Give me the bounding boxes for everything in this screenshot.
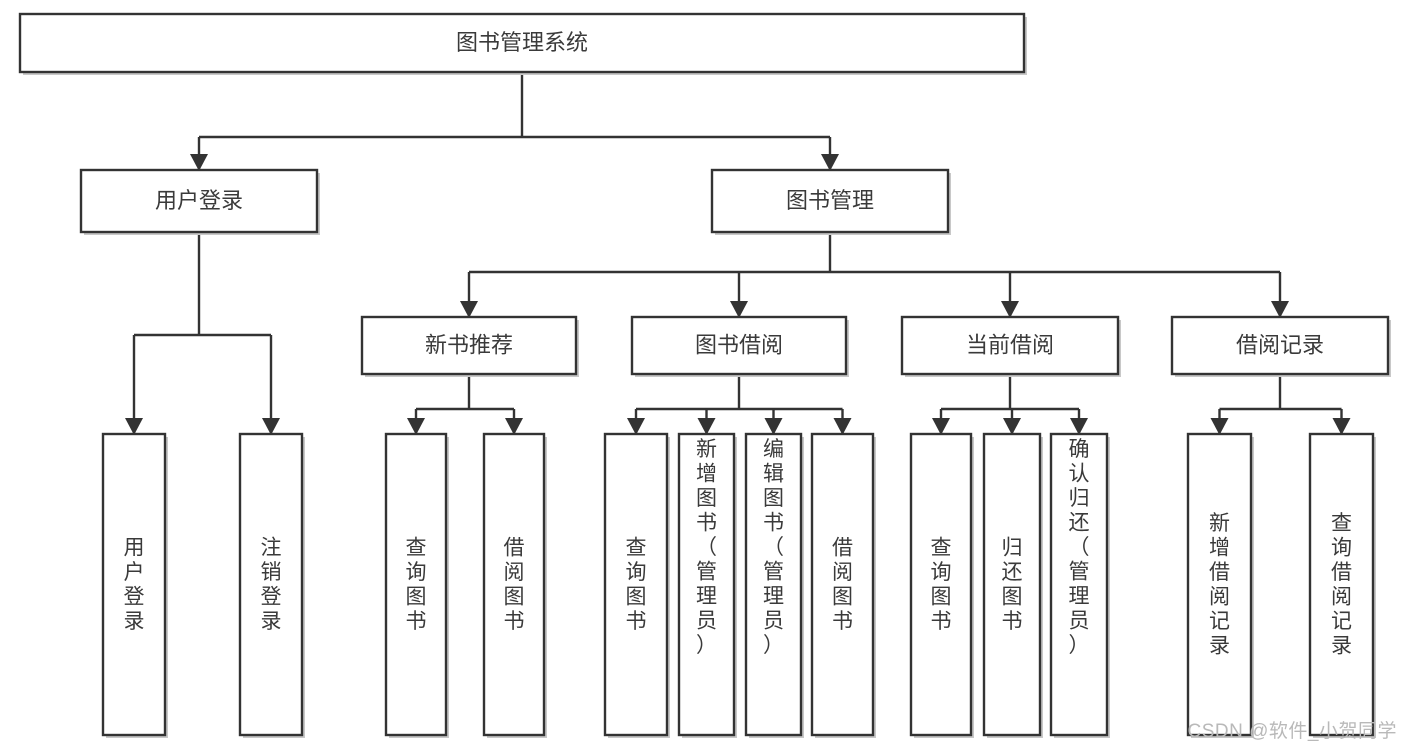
- node-leaf-add-borrow-record[interactable]: 新增借阅记录: [1186, 432, 1254, 738]
- edge-arrowhead: [627, 418, 645, 435]
- edge-group-current-borrow: [932, 374, 1088, 435]
- node-new-book-recommend[interactable]: 新书推荐: [360, 315, 579, 377]
- node-label: 图书管理系统: [456, 30, 588, 55]
- node-label: 编辑图书（管理员）: [763, 438, 784, 657]
- node-label: 新增借阅记录: [1209, 512, 1230, 658]
- node-leaf-confirm-return-admin[interactable]: 确认归还（管理员）: [1049, 432, 1110, 738]
- edge-arrowhead: [932, 418, 950, 435]
- edge-arrowhead: [1003, 418, 1021, 435]
- nodes-layer: 图书管理系统用户登录图书管理新书推荐图书借阅当前借阅借阅记录用户登录注销登录查询…: [18, 12, 1391, 738]
- node-root[interactable]: 图书管理系统: [18, 12, 1027, 75]
- edge-group-borrow-record: [1210, 374, 1351, 435]
- edge-group-book-borrow: [627, 374, 852, 435]
- node-leaf-add-book-admin[interactable]: 新增图书（管理员）: [677, 432, 737, 738]
- node-leaf-edit-book-admin[interactable]: 编辑图书（管理员）: [744, 432, 804, 738]
- edge-group-new-book-recommend: [407, 374, 523, 435]
- node-label: 借阅记录: [1236, 332, 1324, 357]
- edge-arrowhead: [1210, 418, 1229, 435]
- node-user-login[interactable]: 用户登录: [79, 168, 320, 235]
- edge-arrowhead: [1271, 301, 1289, 318]
- edge-arrowhead: [833, 418, 852, 435]
- node-label: 用户登录: [124, 537, 145, 634]
- edge-arrowhead: [505, 418, 523, 435]
- edge-arrowhead: [1332, 418, 1351, 435]
- edge-arrowhead: [1070, 418, 1088, 435]
- node-label: 注销登录: [261, 537, 282, 634]
- node-leaf-user-logout[interactable]: 注销登录: [238, 432, 305, 738]
- edge-arrowhead: [764, 418, 783, 435]
- node-leaf-return-books[interactable]: 归还图书: [982, 432, 1043, 738]
- node-leaf-user-login[interactable]: 用户登录: [101, 432, 168, 738]
- node-borrow-record[interactable]: 借阅记录: [1170, 315, 1391, 377]
- node-leaf-query-books-borrow[interactable]: 查询图书: [603, 432, 670, 738]
- edge-arrowhead: [821, 154, 839, 171]
- edge-arrowhead: [125, 418, 143, 435]
- node-label: 用户登录: [155, 188, 243, 213]
- node-label: 借阅图书: [504, 537, 525, 634]
- edge-arrowhead: [190, 154, 208, 171]
- edge-arrowhead: [697, 418, 716, 435]
- node-label: 新书推荐: [425, 332, 513, 357]
- node-leaf-query-borrow-record[interactable]: 查询借阅记录: [1308, 432, 1376, 738]
- edge-arrowhead: [460, 301, 478, 318]
- node-current-borrow[interactable]: 当前借阅: [900, 315, 1121, 377]
- node-label: 查询图书: [931, 537, 952, 634]
- node-label: 新增图书（管理员）: [696, 438, 717, 657]
- node-leaf-query-books-rec[interactable]: 查询图书: [384, 432, 449, 738]
- node-label: 查询图书: [626, 537, 647, 634]
- edge-group-root: [190, 72, 839, 171]
- node-label: 查询图书: [406, 537, 427, 634]
- edge-arrowhead: [262, 418, 280, 435]
- edge-arrowhead: [407, 418, 425, 435]
- edge-arrowhead: [730, 301, 748, 318]
- connectors-layer: [125, 72, 1351, 435]
- node-label: 归还图书: [1002, 537, 1023, 634]
- node-label: 确认归还（管理员）: [1069, 438, 1090, 657]
- edge-arrowhead: [1001, 301, 1019, 318]
- edge-group-book-management: [460, 232, 1289, 318]
- node-label: 图书借阅: [695, 332, 783, 357]
- node-label: 图书管理: [786, 188, 874, 213]
- node-book-management[interactable]: 图书管理: [710, 168, 951, 235]
- edge-group-user-login: [125, 232, 280, 435]
- node-leaf-borrow-books-rec[interactable]: 借阅图书: [482, 432, 547, 738]
- node-label: 查询借阅记录: [1331, 512, 1352, 658]
- node-leaf-borrow-books[interactable]: 借阅图书: [810, 432, 876, 738]
- node-leaf-query-books-current[interactable]: 查询图书: [909, 432, 974, 738]
- node-label: 借阅图书: [832, 537, 853, 634]
- node-label: 当前借阅: [966, 332, 1054, 357]
- node-book-borrow[interactable]: 图书借阅: [630, 315, 849, 377]
